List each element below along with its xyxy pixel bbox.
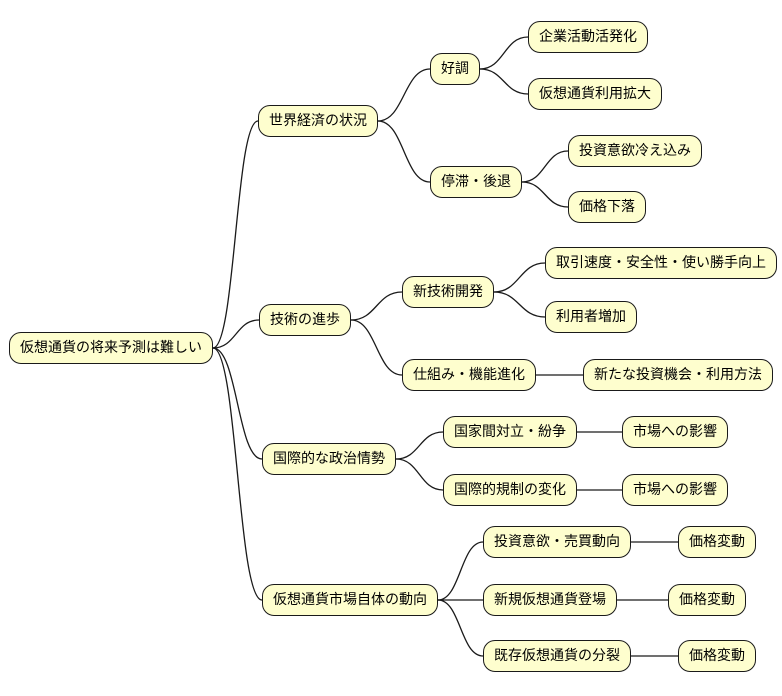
mindmap-node[interactable]: 価格変動 — [678, 640, 756, 673]
mindmap-node[interactable]: 企業活動活発化 — [528, 21, 648, 54]
mindmap-node[interactable]: 取引速度・安全性・使い勝手向上 — [545, 247, 777, 280]
mindmap-edge — [212, 347, 263, 460]
mindmap-node[interactable]: 国家間対立・紛争 — [443, 416, 577, 449]
mindmap-edge — [377, 68, 431, 122]
mindmap-edge — [479, 68, 529, 95]
mindmap-edge — [212, 319, 260, 349]
mindmap-edge — [350, 291, 403, 321]
mindmap-edge — [395, 458, 444, 491]
mindmap-node[interactable]: 既存仮想通貨の分裂 — [483, 640, 631, 673]
mindmap-node[interactable]: 市場への影響 — [622, 474, 728, 507]
mindmap-node[interactable]: 価格変動 — [668, 584, 746, 617]
mindmap-node[interactable]: 仕組み・機能進化 — [402, 359, 536, 392]
mindmap-edge — [479, 36, 529, 70]
mindmap-node[interactable]: 世界経済の状況 — [258, 105, 378, 138]
mindmap-node[interactable]: 価格変動 — [678, 526, 756, 559]
mindmap-node[interactable]: 新技術開発 — [402, 276, 494, 309]
mindmap-node[interactable]: 停滞・後退 — [430, 166, 522, 199]
mindmap-node[interactable]: 技術の進歩 — [259, 304, 351, 337]
mindmap-edge — [212, 120, 259, 349]
mindmap-edge — [521, 181, 569, 208]
mindmap-node[interactable]: 国際的規制の変化 — [443, 474, 577, 507]
mindmap-node[interactable]: 利用者増加 — [545, 301, 637, 334]
mindmap-edge — [212, 347, 263, 601]
mindmap-node[interactable]: 投資意欲・売買動向 — [483, 526, 631, 559]
mindmap-node[interactable]: 新規仮想通貨登場 — [483, 584, 617, 617]
mindmap-edge — [437, 541, 484, 601]
mindmap-node[interactable]: 新たな投資機会・利用方法 — [583, 359, 773, 392]
mindmap-node[interactable]: 投資意欲冷え込み — [568, 135, 702, 168]
mindmap-edge — [395, 431, 444, 460]
mindmap-edge — [377, 120, 431, 183]
mindmap-edge — [437, 599, 484, 657]
mindmap-edge — [493, 291, 546, 318]
mindmap-node[interactable]: 価格下落 — [568, 191, 646, 224]
mindmap-edge — [350, 319, 403, 376]
mindmap-node[interactable]: 仮想通貨市場自体の動向 — [262, 584, 438, 617]
mindmap-edge — [493, 262, 546, 293]
mindmap-edge — [521, 150, 569, 183]
mindmap-node[interactable]: 国際的な政治情勢 — [262, 443, 396, 476]
mindmap-node-root[interactable]: 仮想通貨の将来予測は難しい — [9, 332, 213, 365]
mindmap-node[interactable]: 好調 — [430, 53, 480, 86]
mindmap-node[interactable]: 仮想通貨利用拡大 — [528, 78, 662, 111]
mindmap-node[interactable]: 市場への影響 — [622, 416, 728, 449]
